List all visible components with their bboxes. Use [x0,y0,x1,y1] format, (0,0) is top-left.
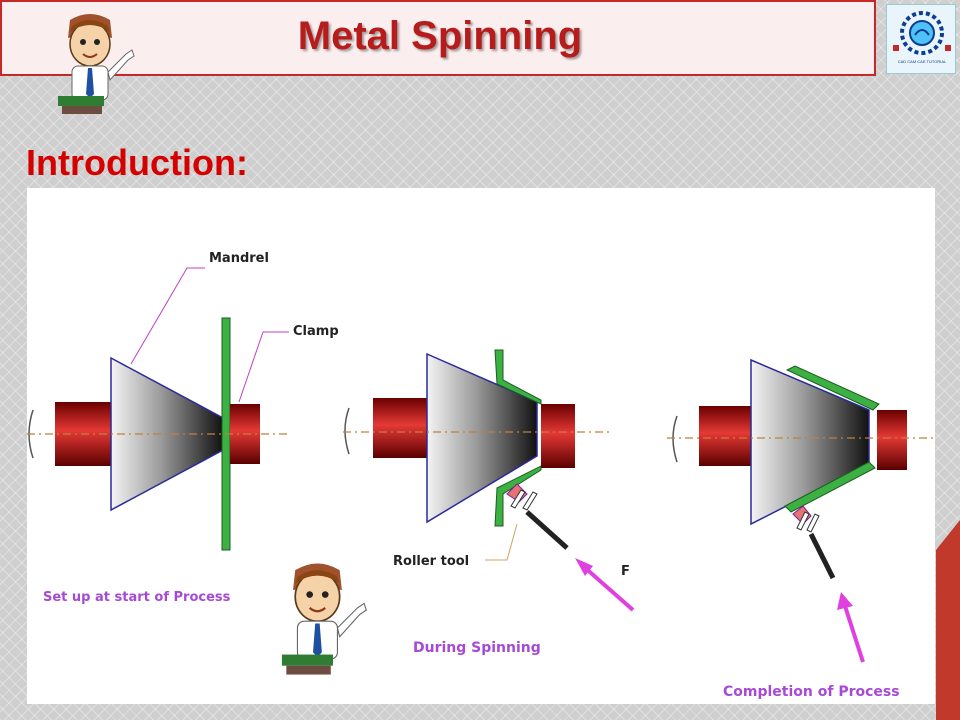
rotation-arrow-2 [344,407,350,455]
clamp-3 [877,410,907,470]
tutorial-logo: CAD CAM CAE TUTORIAL [886,4,956,74]
rotation-arrow-3 [672,415,678,463]
stage-caption-during: During Spinning [413,640,541,656]
stage-completion [667,358,935,663]
stage-setup [27,267,289,551]
force-label: F [621,564,630,579]
clamp-label: Clamp [293,324,339,339]
roller-tool-label: Roller tool [393,554,470,569]
stage-caption-setup: Set up at start of Process [43,590,231,605]
diagram-svg [27,267,935,663]
roller-leader [485,523,518,561]
metal-spinning-diagram: Mandrel Clamp Roller tool F Set up at st… [27,188,935,704]
clamp-2 [541,404,575,468]
header-bar: Metal Spinning [0,0,876,76]
mandrel-label: Mandrel [209,251,269,266]
stage-during [343,349,635,612]
clamp-leader [238,331,289,403]
force-arrowhead-3 [837,592,853,610]
stage-caption-completion: Completion of Process [723,684,900,700]
tutorial-logo-icon [893,11,951,55]
mandrel-leader [130,267,205,365]
presenter-mascot-icon [281,563,367,675]
force-arrow-2 [581,564,635,612]
roller-tool-2 [506,483,569,550]
page-title: Metal Spinning [297,14,583,58]
blank-3-top [785,365,880,411]
force-arrow-3 [843,605,865,663]
blank-2-bottom [494,465,542,527]
roller-tool-3 [792,505,836,580]
decorative-corner [936,520,960,720]
spindle-2 [373,398,431,458]
spindle-3 [699,406,755,466]
presenter-mascot-icon [58,14,135,114]
section-heading: Introduction: [26,142,248,183]
blank-2-top [494,349,542,405]
blank-3-bottom [784,461,876,513]
force-arrowhead-2 [575,558,593,576]
logo-text: CAD CAM CAE TUTORIAL [897,59,947,64]
